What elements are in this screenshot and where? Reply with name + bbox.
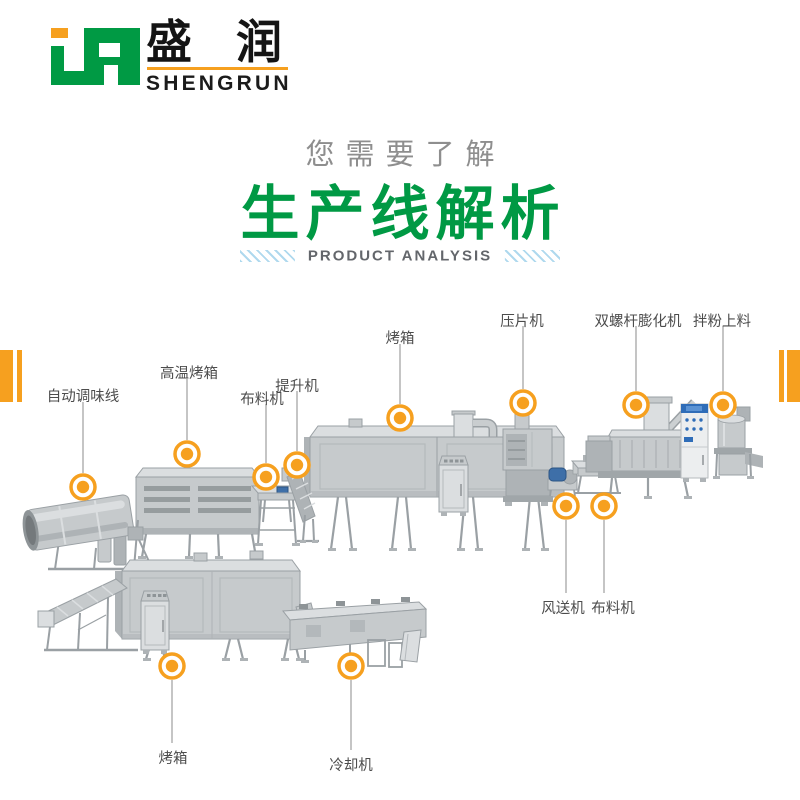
machine-powder-mixer-feeder bbox=[713, 406, 763, 479]
location-marker-icon bbox=[386, 404, 414, 432]
machine-high-temp-oven bbox=[134, 467, 261, 559]
location-marker-icon bbox=[622, 391, 650, 419]
machine-press bbox=[502, 408, 553, 506]
machine-label-distributor-top: 布料机 bbox=[240, 392, 284, 408]
machine-label-oven-top: 烤箱 bbox=[385, 331, 415, 347]
location-marker-icon bbox=[158, 652, 186, 680]
machine-oven-bottom bbox=[115, 550, 304, 661]
machine-label-high-temp-oven: 高温烤箱 bbox=[160, 366, 218, 382]
label-connector-lines bbox=[82, 326, 724, 750]
machine-label-cooling-machine: 冷却机 bbox=[329, 758, 373, 774]
location-marker-icon bbox=[69, 473, 97, 501]
location-marker-icon bbox=[509, 389, 537, 417]
location-marker-icon bbox=[552, 492, 580, 520]
location-marker-icon bbox=[283, 451, 311, 479]
shengrun-logo-icon bbox=[51, 28, 140, 85]
banner-stripes: PRODUCT ANALYSIS bbox=[240, 247, 560, 265]
machine-label-seasoning-line: 自动调味线 bbox=[46, 389, 120, 405]
accent-bar-right-wide bbox=[787, 350, 800, 402]
machine-distributor-1 bbox=[250, 485, 300, 546]
machine-label-press: 压片机 bbox=[500, 314, 544, 330]
oven-bottom-control-cabinet bbox=[140, 590, 170, 654]
brand-name-en: SHENGRUN bbox=[146, 72, 292, 95]
page-title: 生产线解析 bbox=[240, 181, 566, 247]
location-marker-icon bbox=[252, 463, 280, 491]
accent-bar-left-thin bbox=[17, 350, 22, 402]
machine-label-powder-mixer-feeder: 拌粉上料 bbox=[693, 314, 751, 330]
machine-label-elevator: 提升机 bbox=[275, 379, 319, 395]
machine-control-cabinet bbox=[680, 403, 709, 482]
machine-seasoning-line bbox=[22, 494, 156, 571]
location-marker-icon bbox=[337, 652, 365, 680]
banner-text: PRODUCT ANALYSIS bbox=[294, 247, 506, 265]
subtitle: 您需要了解 bbox=[305, 139, 506, 171]
machine-label-oven-bottom: 烤箱 bbox=[158, 751, 188, 767]
machine-air-conveyor bbox=[547, 461, 579, 497]
machine-label-air-conveyor: 风送机 bbox=[541, 601, 585, 617]
location-marker-icon bbox=[709, 391, 737, 419]
machine-label-distributor-right: 布料机 bbox=[591, 601, 635, 617]
accent-bar-right-thin bbox=[779, 350, 784, 402]
machine-cooling bbox=[282, 597, 428, 668]
location-marker-icon bbox=[173, 440, 201, 468]
accent-bar-left-wide bbox=[0, 350, 13, 402]
oven-control-cabinet bbox=[438, 455, 469, 516]
machine-label-twin-screw-extruder: 双螺杆膨化机 bbox=[594, 314, 682, 330]
brand-name-cn: 盛润 bbox=[146, 15, 326, 69]
logo-underline bbox=[147, 67, 288, 70]
machine-incline-conveyor bbox=[37, 578, 138, 652]
location-marker-icon bbox=[590, 492, 618, 520]
